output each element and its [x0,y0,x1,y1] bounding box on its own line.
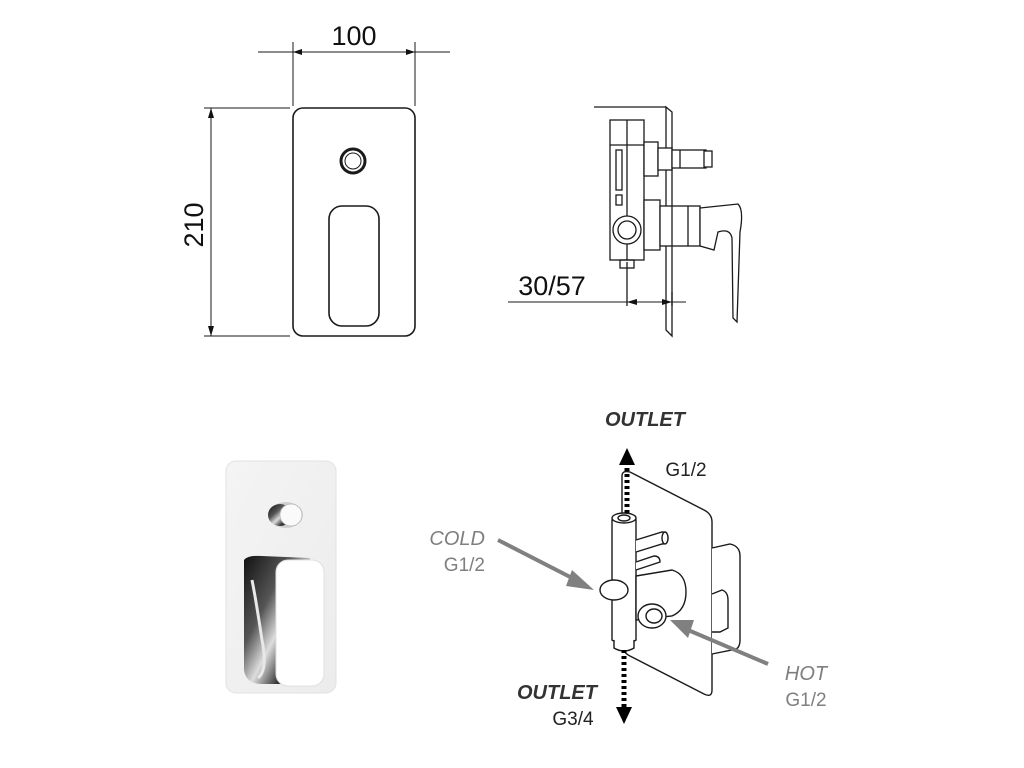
depth-label: 30/57 [518,271,586,301]
width-dimension: 100 [258,21,450,106]
height-dimension: 210 [179,107,290,337]
side-lever [699,203,743,324]
outlet-top-size: G1/2 [665,460,706,481]
height-label: 210 [179,202,209,247]
hot-size: G1/2 [785,690,826,711]
outlet-top-label: OUTLET [605,409,687,431]
outlet-bottom-label: OUTLET [517,682,599,704]
side-view [508,105,743,338]
cold-size: G1/2 [444,555,485,576]
outlet-top-arrow [619,448,635,516]
outlet-bottom-size: G3/4 [552,709,594,730]
hot-label: HOT [785,663,829,685]
front-view [292,107,416,337]
diverter-knob-inner [344,152,362,170]
render-lever-handle [244,555,325,687]
lever-handle-outline [328,205,380,327]
isometric-view [599,470,741,697]
hot-arrow [670,620,769,666]
product-render [225,460,337,694]
outlet-bottom-arrow [616,650,632,724]
cold-arrow [497,538,594,590]
front-plate [292,107,416,337]
diverter-knob-outer [339,147,367,175]
render-diverter-knob [268,502,303,528]
width-label: 100 [331,21,376,51]
cold-label: COLD [429,528,485,550]
